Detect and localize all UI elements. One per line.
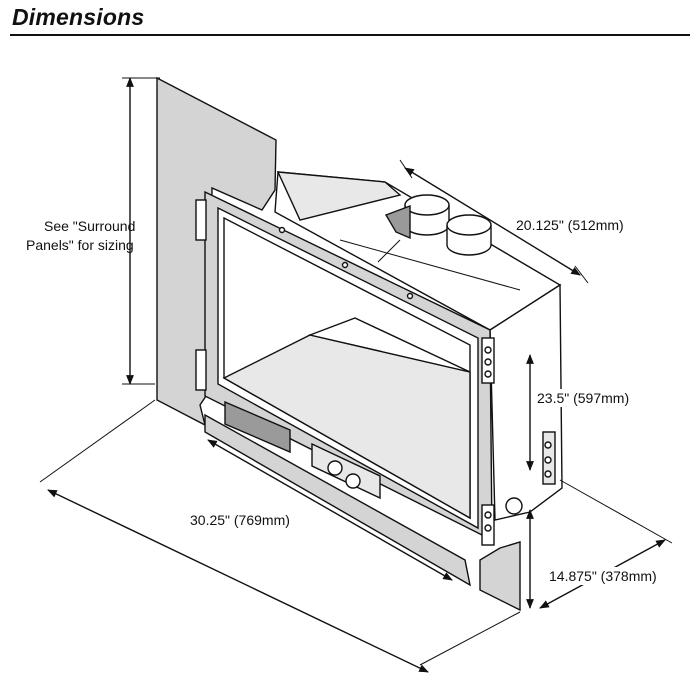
height-dimension-label: 23.5" (597mm) [537,389,630,407]
depth-dimension-label: 20.125" (512mm) [516,216,624,234]
dimension-lines [39,77,673,673]
title-rule [10,34,690,36]
mounting-brackets [195,199,495,546]
firebox-side [489,283,563,521]
surround-note-line2: Panels" for sizing [26,237,134,253]
surround-note-line1: See "Surround [44,218,136,234]
page-title: Dimensions [12,4,145,30]
side-depth-dimension-label: 14.875" (378mm) [549,567,657,585]
right-surround-panel [479,541,521,612]
width-dimension-label: 30.25" (769mm) [190,511,290,529]
